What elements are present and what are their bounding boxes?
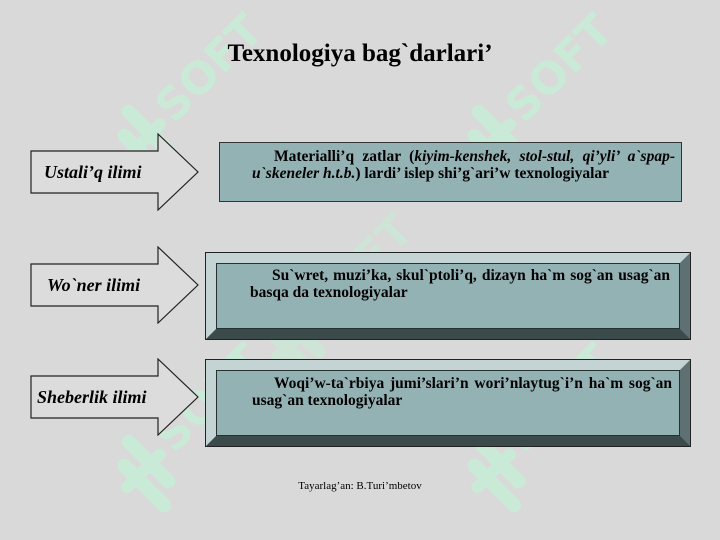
text-part: Materialli’q zatlar ( (274, 148, 415, 165)
description-box-1: Materialli’q zatlar (kiyim-kenshek, stol… (219, 142, 682, 202)
description-text-1: Materialli’q zatlar (kiyim-kenshek, stol… (252, 148, 675, 182)
arrow-label: Wo`ner ilimi (47, 274, 141, 295)
text-part: Su`wret, muzi’ka, skul`ptoli’q, dizayn h… (250, 267, 670, 301)
box-inner (216, 263, 680, 329)
arrow-shape (30, 133, 199, 211)
slide-title: Texnologiya bag`darlari’ (227, 40, 493, 67)
arrow-shape (30, 358, 199, 436)
arrow-label: Sheberlik ilimi (37, 386, 147, 407)
description-text-3: Woqi’w-ta`rbiya jumi’slari’n wori’nlaytu… (252, 375, 672, 409)
arrow-shape (30, 246, 199, 324)
description-box-2: Su`wret, muzi’ka, skul`ptoli’q, dizayn h… (205, 252, 691, 340)
text-part: Woqi’w-ta`rbiya jumi’slari’n wori’nlaytu… (252, 375, 672, 409)
author-footer: Tayarlag’an: B.Turi’mbetov (298, 480, 422, 492)
arrow-label: Ustali’q ilimi (44, 161, 142, 182)
text-part: ) lardi’ islep shi’g`ari’w texnologiyala… (355, 165, 610, 182)
box-inner (216, 370, 680, 436)
arrow-ustaliq: Ustali’q ilimi (28, 133, 200, 211)
arrow-woner: Wo`ner ilimi (28, 246, 200, 324)
description-box-3: Woqi’w-ta`rbiya jumi’slari’n wori’nlaytu… (205, 359, 691, 447)
arrow-sheberlik: Sheberlik ilimi (28, 358, 200, 436)
description-text-2: Su`wret, muzi’ka, skul`ptoli’q, dizayn h… (250, 267, 670, 301)
text-part-italic: kiyim-kenshek, stol-stul, qi’yli’ a`spap… (252, 148, 675, 182)
